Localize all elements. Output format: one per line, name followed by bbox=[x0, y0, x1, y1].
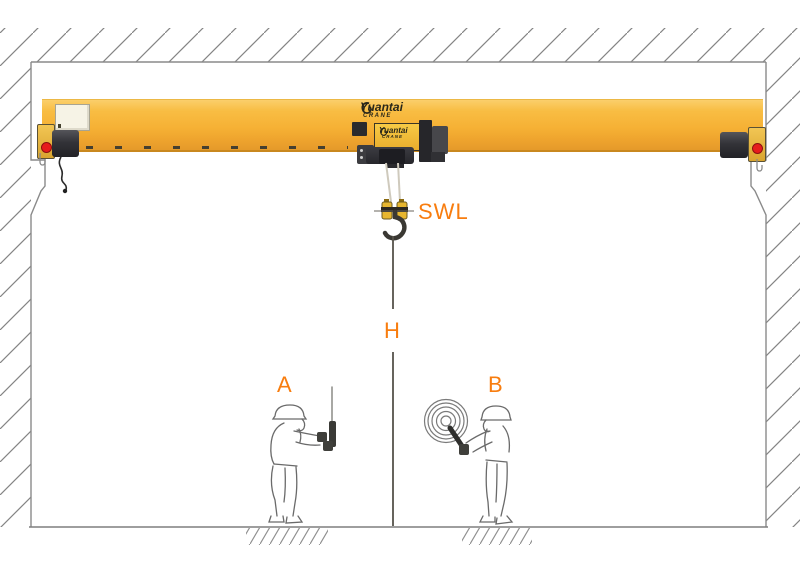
bolt-dot bbox=[360, 156, 363, 159]
brand-logo-hoist: Yuantai CRANE bbox=[379, 127, 408, 140]
pendant-handle bbox=[329, 421, 336, 447]
panel-hinge bbox=[58, 124, 61, 128]
hoist-motor-core bbox=[379, 149, 405, 164]
ceiling-hatch bbox=[0, 28, 800, 62]
right-wall-hatch bbox=[766, 62, 800, 527]
wire-ropes bbox=[385, 162, 401, 203]
hoist-rope-guide bbox=[386, 164, 404, 168]
ground-hatch-a bbox=[246, 528, 328, 545]
hoist-bracket-upper bbox=[352, 122, 367, 136]
rail-detail-left bbox=[39, 153, 46, 166]
hook-height-label: H bbox=[384, 318, 401, 343]
left-wall-hatch bbox=[0, 62, 31, 527]
travel-motor-right bbox=[720, 132, 748, 158]
cable-plug bbox=[62, 188, 68, 194]
brand-logo-beam: Yuantai CRANE bbox=[360, 101, 403, 119]
brand-swirl-icon bbox=[361, 102, 372, 114]
bolt-dot bbox=[360, 149, 363, 152]
wheel-left bbox=[41, 142, 52, 153]
motor-cable bbox=[58, 156, 68, 191]
radio-signal-icon bbox=[423, 398, 469, 444]
brand-sub: CRANE bbox=[363, 113, 392, 119]
ground-hatch-b bbox=[462, 528, 532, 545]
operator-b-label: B bbox=[488, 372, 504, 397]
hoist-side-plate bbox=[432, 126, 448, 154]
swl-label: SWL bbox=[418, 199, 469, 224]
hard-hat-icon bbox=[271, 404, 308, 420]
operator-a-figure bbox=[268, 386, 336, 524]
hoist-end-column bbox=[419, 120, 432, 162]
travel-motor-left bbox=[52, 130, 79, 157]
brand-sub: CRANE bbox=[382, 134, 404, 139]
hoist-side-plate-lower bbox=[431, 152, 445, 162]
end-carriage-right bbox=[748, 127, 766, 162]
hard-hat-icon bbox=[480, 405, 512, 421]
wheel-right bbox=[752, 143, 763, 154]
operator-b-figure bbox=[423, 398, 514, 525]
right-wall-with-corbel bbox=[750, 62, 767, 527]
hook-block bbox=[374, 199, 414, 241]
hook-icon bbox=[382, 209, 407, 241]
brand-swirl-icon bbox=[380, 127, 388, 136]
rail-detail-right bbox=[756, 159, 763, 172]
brand-name: Yuantai bbox=[379, 126, 408, 135]
left-wall-with-corbel bbox=[30, 62, 46, 527]
operator-a-label: A bbox=[277, 372, 293, 397]
festoon-cable-track bbox=[86, 146, 348, 149]
